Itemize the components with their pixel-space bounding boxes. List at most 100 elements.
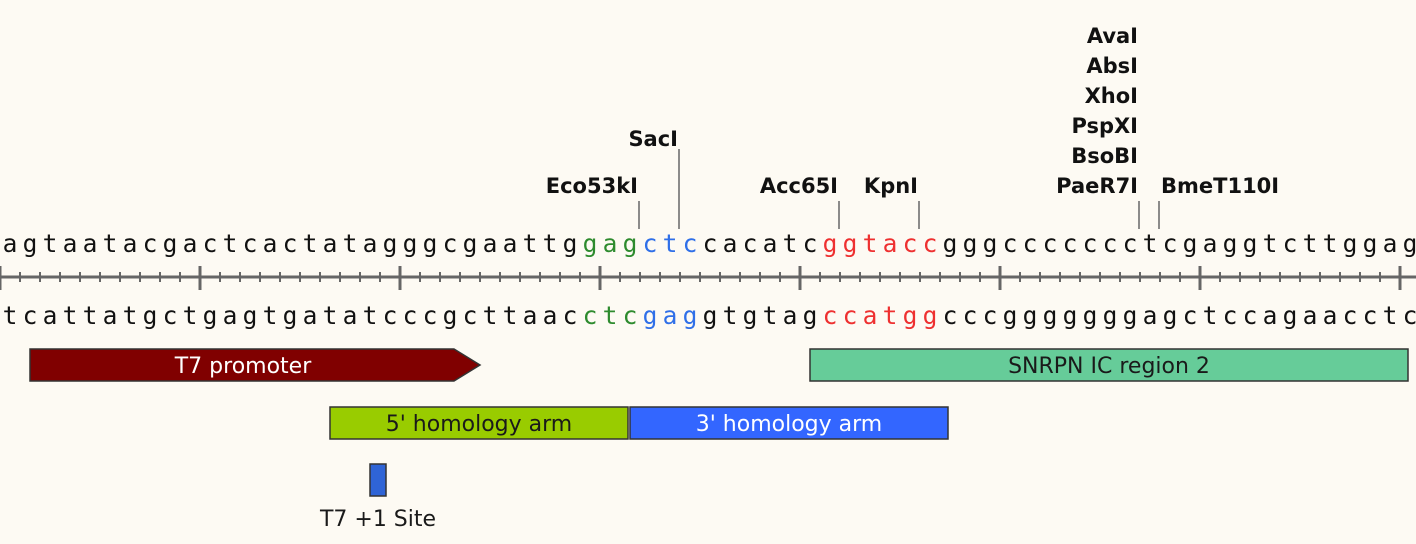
top-base: t	[523, 229, 538, 258]
enzyme-label-avai: AvaI	[1087, 24, 1138, 48]
top-base: c	[1003, 229, 1018, 258]
top-base: a	[363, 229, 378, 258]
top-base: c	[1023, 229, 1038, 258]
five-homology-arm-box	[329, 406, 629, 440]
bottom-base: g	[143, 301, 158, 330]
top-base: t	[1143, 229, 1158, 258]
t7-promoter-arrow	[29, 348, 482, 382]
top-base: g	[963, 229, 978, 258]
top-base: t	[223, 229, 238, 258]
top-base: a	[63, 229, 78, 258]
bottom-base: a	[1303, 301, 1318, 330]
bottom-base: c	[403, 301, 418, 330]
bottom-base: a	[303, 301, 318, 330]
bottom-base: t	[183, 301, 198, 330]
five-homology-arm-label: 5' homology arm	[386, 412, 572, 437]
top-base: t	[343, 229, 358, 258]
top-base: c	[443, 229, 458, 258]
top-base: g	[583, 229, 598, 258]
top-base: g	[463, 229, 478, 258]
top-base: g	[563, 229, 578, 258]
top-base: a	[123, 229, 138, 258]
top-base: a	[263, 229, 278, 258]
top-base: g	[1403, 229, 1416, 258]
top-base: t	[1323, 229, 1338, 258]
bottom-base: c	[823, 301, 838, 330]
top-base: g	[823, 229, 838, 258]
top-base: c	[903, 229, 918, 258]
bottom-base: t	[503, 301, 518, 330]
bottom-base: c	[1363, 301, 1378, 330]
top-base: a	[503, 229, 518, 258]
bottom-base: g	[1003, 301, 1018, 330]
bottom-base: g	[1163, 301, 1178, 330]
bottom-base: g	[203, 301, 218, 330]
bottom-base: t	[123, 301, 138, 330]
top-base: c	[1103, 229, 1118, 258]
snrpn-ic-region-2-box	[809, 348, 1409, 382]
top-base: c	[1063, 229, 1078, 258]
bottom-base: c	[623, 301, 638, 330]
top-base: t	[1303, 229, 1318, 258]
top-base: a	[323, 229, 338, 258]
bottom-base: a	[43, 301, 58, 330]
top-base: c	[1043, 229, 1058, 258]
bottom-base: g	[1123, 301, 1138, 330]
bottom-base: c	[1183, 301, 1198, 330]
bottom-base: g	[1023, 301, 1038, 330]
bottom-base: a	[343, 301, 358, 330]
t7-promoter-label: T7 promoter	[174, 354, 312, 379]
bottom-base: c	[423, 301, 438, 330]
bottom-base: t	[63, 301, 78, 330]
enzyme-label-kpni: KpnI	[864, 174, 918, 198]
t7-plus1-site-marker	[369, 463, 387, 497]
bottom-base: c	[943, 301, 958, 330]
bottom-base: g	[243, 301, 258, 330]
top-base: c	[1123, 229, 1138, 258]
top-base: a	[183, 229, 198, 258]
bottom-base: a	[1323, 301, 1338, 330]
top-base: a	[1383, 229, 1398, 258]
ruler	[0, 266, 1416, 290]
bottom-base: c	[963, 301, 978, 330]
top-base: g	[843, 229, 858, 258]
bottom-base: c	[583, 301, 598, 330]
top-base: t	[43, 229, 58, 258]
bottom-base: g	[703, 301, 718, 330]
top-base: g	[23, 229, 38, 258]
bottom-base: c	[1403, 301, 1416, 330]
bottom-base: t	[3, 301, 18, 330]
bottom-base: g	[283, 301, 298, 330]
bottom-base: t	[363, 301, 378, 330]
bottom-base: c	[23, 301, 38, 330]
top-base: c	[243, 229, 258, 258]
bottom-base: c	[383, 301, 398, 330]
top-base: g	[943, 229, 958, 258]
bottom-base: c	[563, 301, 578, 330]
bottom-base: c	[163, 301, 178, 330]
top-base: c	[1283, 229, 1298, 258]
top-base: g	[403, 229, 418, 258]
top-base: a	[763, 229, 778, 258]
enzyme-label-bmet110i: BmeT110I	[1161, 174, 1279, 198]
enzyme-label-paer7i: PaeR7I	[1056, 174, 1138, 198]
bottom-base: a	[863, 301, 878, 330]
top-base: g	[623, 229, 638, 258]
bottom-base: c	[463, 301, 478, 330]
bottom-base: g	[923, 301, 938, 330]
top-base: t	[783, 229, 798, 258]
bottom-base: t	[323, 301, 338, 330]
enzyme-label-saci: SacI	[628, 127, 678, 151]
bottom-base: a	[223, 301, 238, 330]
bottom-base: t	[263, 301, 278, 330]
enzyme-label-bsobi: BsoBI	[1071, 144, 1138, 168]
top-base: g	[383, 229, 398, 258]
bottom-base: a	[103, 301, 118, 330]
top-base: a	[1203, 229, 1218, 258]
top-base: c	[683, 229, 698, 258]
top-base: t	[863, 229, 878, 258]
bottom-base: g	[643, 301, 658, 330]
